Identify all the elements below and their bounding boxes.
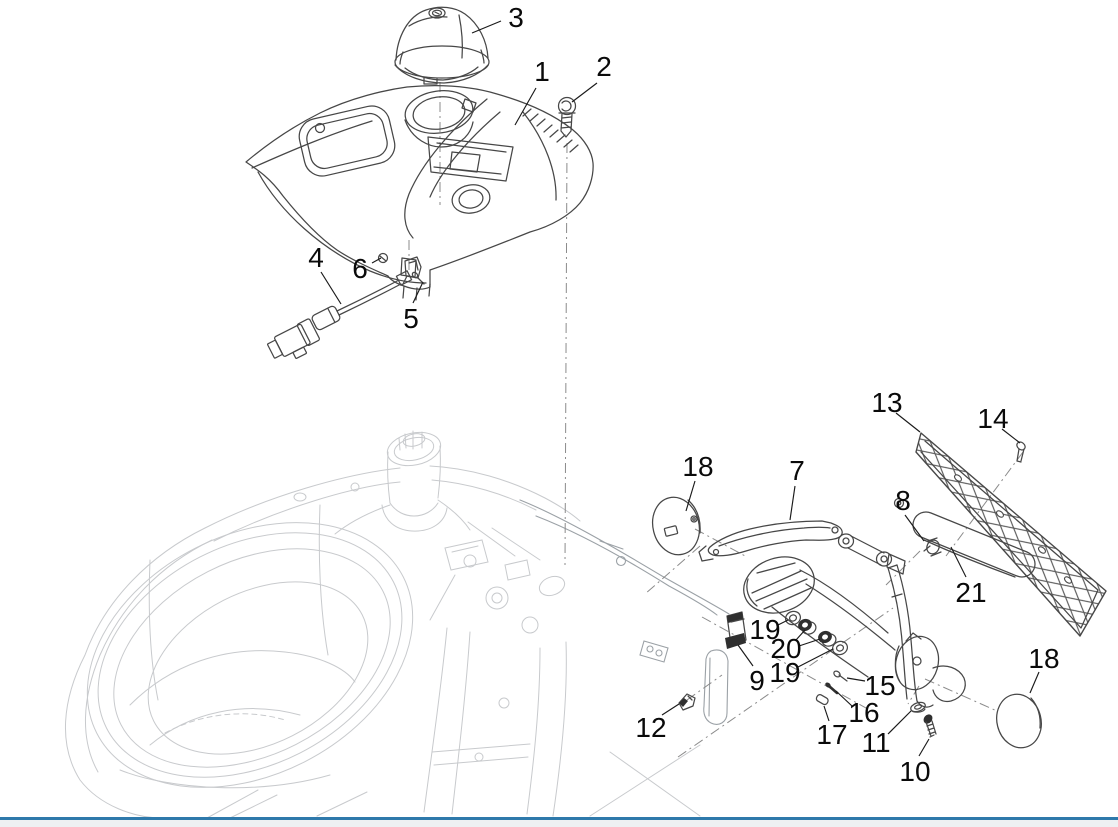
cover-hatching [522, 108, 579, 153]
part-1-cover [245, 85, 594, 301]
callout-leader-4-3 [320, 271, 342, 305]
part-20-spacer-a [798, 618, 817, 635]
callout-number-12-11: 12 [635, 712, 666, 743]
callout-number-15-14: 15 [864, 670, 895, 701]
part-9-clip [725, 611, 747, 649]
callout-leader-13-12 [895, 412, 921, 433]
callout-number-19-19: 19 [749, 614, 780, 645]
part-6-screw [377, 252, 389, 264]
callout-number-18-17: 18 [682, 451, 713, 482]
callout-leader-8-7 [904, 514, 925, 542]
part-3-cap [394, 6, 490, 85]
callout-leader-11-10 [887, 710, 912, 735]
assembly-centerlines [408, 82, 1024, 758]
callout-leader-12-11 [661, 703, 680, 716]
callout-number-13-12: 13 [871, 387, 902, 418]
footer-strip [0, 820, 1118, 827]
callout-number-6-5: 6 [352, 253, 368, 284]
rear-cover-assembly [245, 6, 594, 359]
part-19-washer-b [831, 640, 849, 656]
part-17-sleeve [815, 694, 829, 706]
mudguard-body [743, 556, 966, 708]
frame-wireframe [293, 482, 566, 634]
callout-number-14-13: 14 [977, 403, 1008, 434]
part-10-screw [923, 714, 937, 738]
callout-number-4-3: 4 [308, 242, 324, 273]
callout-leader-18-17 [685, 480, 696, 512]
callout-leader-18-18 [1029, 671, 1040, 694]
callout-number-18-18: 18 [1028, 643, 1059, 674]
cover-center-opening [404, 90, 477, 148]
rear-mudguard-assembly [651, 432, 1107, 749]
part-2-screw [557, 96, 577, 138]
part-4-cable [267, 270, 413, 359]
callout-leader-16-15 [835, 690, 853, 707]
callout-leader-17-16 [823, 705, 830, 722]
cover-hinge-pocket [427, 136, 514, 182]
callout-leader-19-19 [777, 619, 789, 626]
part-12-clip [678, 693, 696, 711]
callout-leader-3-2 [471, 20, 502, 34]
callout-leader-20-21 [798, 638, 821, 647]
callout-leader-14-13 [1001, 428, 1021, 444]
callout-number-8-7: 8 [895, 485, 911, 516]
part-18-cover-right [996, 693, 1042, 749]
cover-round-hole [451, 184, 491, 214]
callout-number-20-21: 20 [770, 633, 801, 664]
part-18-cover-left [651, 496, 701, 556]
column-wireframe [334, 430, 471, 535]
callout-number-17-16: 17 [816, 719, 847, 750]
callout-leader-2-1 [571, 82, 598, 103]
callout-number-10-9: 10 [899, 756, 930, 787]
callout-number-1-0: 1 [534, 56, 550, 87]
callout-leader-5-4 [412, 281, 424, 304]
callout-leader-1-0 [514, 87, 537, 126]
callout-leader-6-5 [371, 257, 382, 264]
callout-number-11-10: 11 [861, 727, 890, 758]
callout-number-19-20: 19 [769, 657, 800, 688]
callout-number-5-4: 5 [403, 303, 419, 334]
scooter-body-wireframe [65, 430, 701, 819]
part-8-screw [923, 537, 942, 557]
part-7-bracket [698, 497, 906, 575]
tail-panel [519, 499, 730, 725]
callout-leader-7-6 [789, 485, 796, 521]
part-20-spacer-b [818, 630, 837, 647]
callout-leader-19-20 [797, 648, 834, 668]
callout-leader-9-8 [737, 644, 754, 667]
callout-number-21-22: 21 [955, 577, 986, 608]
part-15-pin [833, 670, 848, 682]
mudflap [703, 649, 729, 725]
part-14-screw [1016, 441, 1026, 463]
footer-accent-line [0, 817, 1118, 820]
callout-number-16-15: 16 [848, 697, 879, 728]
callout-leader-10-9 [918, 738, 930, 757]
part-11-washer [910, 701, 926, 713]
part-13-grille [915, 432, 1107, 637]
callout-number-3-2: 3 [508, 2, 524, 33]
callout-leader-20-21 [795, 629, 806, 641]
callout-number-2-1: 2 [596, 51, 612, 82]
part-5-latch-pin [402, 256, 425, 285]
callout-number-9-8: 9 [749, 665, 765, 696]
callout-number-7-6: 7 [789, 455, 805, 486]
part-21-reflector [912, 511, 1036, 578]
cover-left-opening [298, 105, 396, 177]
callout-leader-15-14 [846, 677, 866, 682]
part-16-pin [825, 682, 839, 695]
callout-leader-21-22 [950, 546, 967, 578]
frame-legs-wireframe [206, 627, 701, 819]
